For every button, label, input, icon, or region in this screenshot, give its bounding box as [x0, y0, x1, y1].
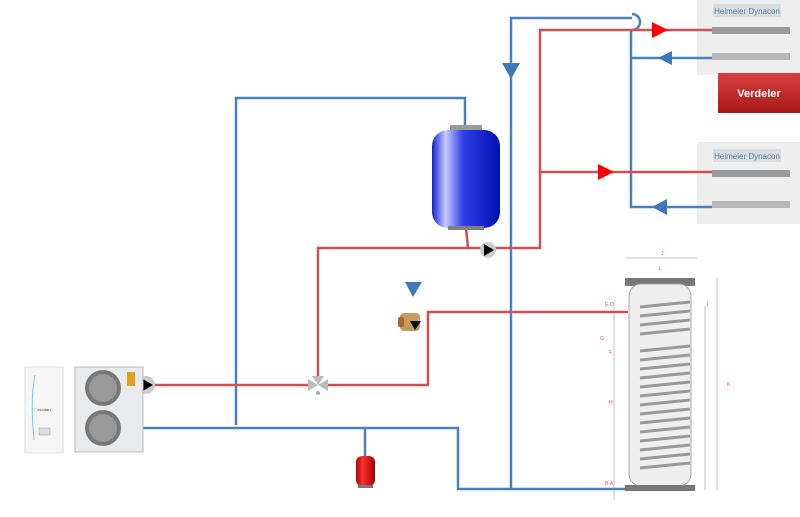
dim-label: H	[609, 400, 613, 406]
manifold-label: Heimeier Dynacon	[714, 152, 780, 161]
flow-arrow-icon	[598, 164, 614, 180]
flow-arrow-icon	[658, 51, 672, 65]
thermostatic-valve-icon[interactable]	[398, 313, 421, 331]
dim-label: E-D	[605, 302, 614, 308]
flow-arrow-icon	[652, 199, 667, 215]
verdeler-button[interactable]: Verdeler	[718, 73, 800, 113]
dim-label: F	[609, 350, 612, 356]
brand-label: ecodan	[37, 407, 50, 412]
expansion-vessel-icon	[356, 456, 375, 488]
three-way-valve-icon[interactable]	[308, 376, 328, 395]
manifold-bottom: Heimeier Dynacon	[697, 142, 800, 224]
dim-label: K	[727, 382, 731, 388]
supply-pipes	[150, 28, 712, 387]
dim-label: G	[600, 336, 604, 342]
flow-arrow-icon	[502, 63, 520, 79]
pump-icon[interactable]	[480, 242, 496, 258]
dim-label: I	[707, 302, 708, 308]
dim-label: J	[661, 251, 664, 257]
heat-pump-outdoor-unit	[74, 366, 144, 453]
dim-label: L	[659, 266, 662, 272]
manifold-top: Heimeier Dynacon	[697, 0, 800, 75]
flow-arrow-icon	[405, 282, 422, 297]
buffer-vessel-icon	[432, 125, 500, 230]
flow-arrow-icon	[652, 22, 668, 38]
boiler-tank: J L K I E-D G F H B-A	[600, 251, 731, 500]
manifold-label: Heimeier Dynacon	[714, 7, 780, 16]
return-pipes	[140, 12, 712, 491]
verdeler-label: Verdeler	[737, 88, 781, 100]
dim-label: B-A	[605, 481, 614, 487]
heat-pump-indoor-unit: ecodan	[24, 366, 64, 454]
